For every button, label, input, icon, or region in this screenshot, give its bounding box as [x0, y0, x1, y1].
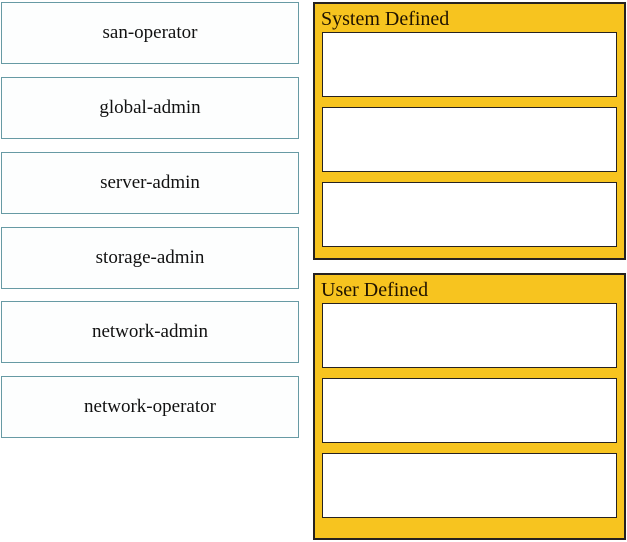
drag-option-network-operator[interactable]: network-operator — [1, 376, 299, 438]
system-defined-slot-list — [315, 32, 624, 247]
panel-title-system-defined: System Defined — [321, 8, 450, 30]
user-defined-drop-slot-1[interactable] — [322, 303, 617, 368]
drag-option-san-operator[interactable]: san-operator — [1, 2, 299, 64]
drag-option-global-admin[interactable]: global-admin — [1, 77, 299, 139]
user-defined-slot-list — [315, 303, 624, 518]
system-defined-drop-slot-2[interactable] — [322, 107, 617, 172]
drop-panel-user-defined: User Defined — [313, 273, 626, 540]
panel-title-user-defined: User Defined — [321, 279, 429, 301]
system-defined-drop-slot-1[interactable] — [322, 32, 617, 97]
user-defined-drop-slot-2[interactable] — [322, 378, 617, 443]
user-defined-drop-slot-3[interactable] — [322, 453, 617, 518]
drop-panel-system-defined: System Defined — [313, 2, 626, 260]
drag-option-server-admin[interactable]: server-admin — [1, 152, 299, 214]
drag-option-storage-admin[interactable]: storage-admin — [1, 227, 299, 289]
drag-option-network-admin[interactable]: network-admin — [1, 301, 299, 363]
system-defined-drop-slot-3[interactable] — [322, 182, 617, 247]
